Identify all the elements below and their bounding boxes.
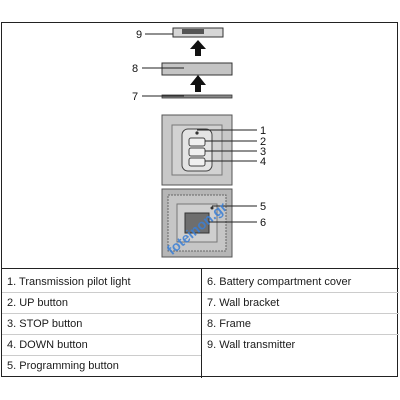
legend-item: 5. Programming button [7, 360, 119, 372]
up-button[interactable] [188, 137, 206, 147]
legend-item: 9. Wall transmitter [207, 339, 296, 351]
transmitter-front-view [161, 114, 233, 186]
down-button[interactable] [188, 157, 206, 167]
legend-item: 1. Transmission pilot light [7, 276, 131, 288]
legend-item: 4. DOWN button [7, 339, 88, 351]
wall-transmitter-part [172, 27, 224, 38]
programming-button[interactable] [210, 206, 214, 210]
callout-6: 6 [260, 217, 266, 229]
callout-7: 7 [132, 91, 138, 103]
exploded-diagram: 9 8 7 [2, 23, 399, 268]
legend-item: 6. Battery compartment cover [207, 276, 352, 288]
callout-3: 3 [260, 146, 266, 158]
callout-5: 5 [260, 201, 266, 213]
battery-cover [184, 212, 210, 234]
legend-right-column: 6. Battery compartment cover 7. Wall bra… [202, 269, 399, 378]
callout-8: 8 [132, 63, 138, 75]
legend-item: 7. Wall bracket [207, 297, 280, 309]
callout-2: 2 [260, 136, 266, 148]
frame-part [161, 62, 233, 76]
legend-item: 8. Frame [207, 318, 252, 330]
callout-9: 9 [136, 29, 142, 41]
legend-left-column: 1. Transmission pilot light 2. UP button… [2, 269, 202, 378]
callout-1: 1 [260, 125, 266, 137]
legend-item: 3. STOP button [7, 318, 83, 330]
arrow-up-icon [190, 40, 206, 56]
transmitter-back-view [161, 188, 233, 258]
pilot-light-icon [195, 131, 199, 135]
legend-item: 2. UP button [7, 297, 68, 309]
callout-4: 4 [260, 156, 266, 168]
legend-table: 1. Transmission pilot light 2. UP button… [2, 268, 399, 378]
stop-button[interactable] [188, 147, 206, 157]
arrow-up-icon [190, 75, 206, 92]
figure-frame: 9 8 7 [1, 22, 399, 378]
